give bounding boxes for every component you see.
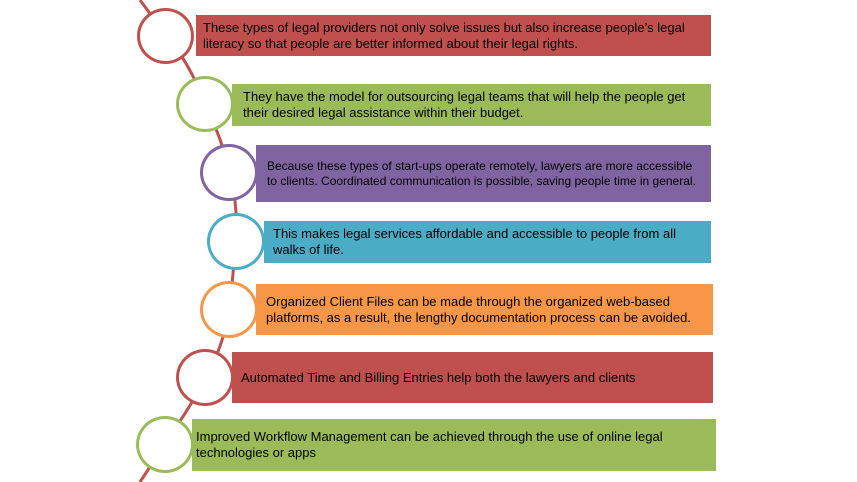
list-item-bar-2: They have the model for outsourcing lega… (232, 84, 711, 126)
list-item-text-6: Automated Time and Billing Entries help … (241, 369, 636, 385)
list-item-text-3: Because these types of start-ups operate… (267, 158, 696, 188)
bullet-circle-6 (176, 349, 234, 406)
list-item-text-1: These types of legal providers not only … (203, 19, 685, 51)
bullet-circle-7 (136, 416, 194, 473)
list-item-text-2: They have the model for outsourcing lega… (243, 89, 686, 120)
list-item-bar-4: This makes legal services affordable and… (264, 221, 711, 263)
list-item-bar-1: These types of legal providers not only … (196, 15, 711, 56)
bullet-circle-1 (137, 8, 194, 64)
list-item-text-7: Improved Workflow Management can be achi… (196, 429, 663, 460)
list-item-bar-3: Because these types of start-ups operate… (256, 145, 711, 202)
bullet-circle-4 (207, 213, 265, 270)
list-item-text-5: Organized Client Files can be made throu… (266, 293, 691, 325)
bullet-circle-2 (176, 76, 234, 132)
list-item-bar-5: Organized Client Files can be made throu… (256, 284, 713, 335)
bullet-circle-5 (200, 281, 258, 338)
bullet-circle-3 (200, 144, 258, 201)
list-item-bar-6: Automated Time and Billing Entries help … (232, 352, 713, 403)
list-item-text-4: This makes legal services affordable and… (273, 226, 676, 257)
list-item-bar-7: Improved Workflow Management can be achi… (192, 419, 716, 471)
